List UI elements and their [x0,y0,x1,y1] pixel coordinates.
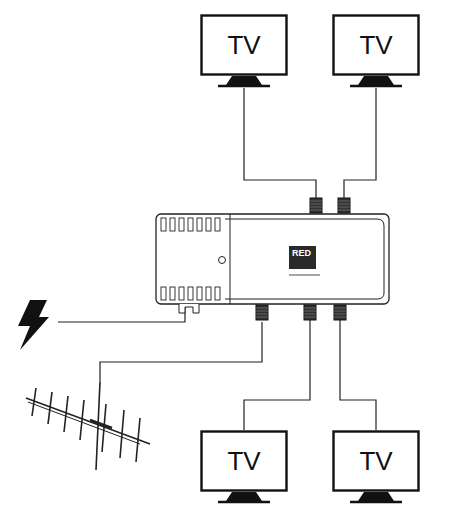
tv-label: TV [200,14,288,76]
antenna-wire [100,322,262,382]
coax-cable [344,88,376,213]
tv-set: TV [332,14,420,88]
tv-base [218,501,270,503]
tv-stand [226,492,262,501]
coax-cable [340,305,376,430]
housing-cover [230,219,384,299]
tv-base [350,501,402,503]
f-connectors [256,198,350,320]
tv-base [218,85,270,87]
housing-body [156,214,389,304]
tv-label: TV [332,14,420,76]
coax-cable [244,305,310,430]
coax-cable [244,88,316,213]
power-symbol [18,300,49,350]
antenna-symbol [26,382,150,470]
tv-stand [358,492,394,501]
gain-knob [219,257,226,264]
brand-logo: RED [292,249,311,258]
logo-subtitle-mark [289,274,320,276]
tv-set: TV [200,14,288,88]
tv-set: TV [200,430,288,504]
wires [58,307,262,382]
logo-square [289,246,316,269]
tv-set: TV [332,430,420,504]
tv-stand [226,76,262,85]
amplifier: RED [155,213,390,305]
power-wire [58,307,185,322]
tv-label: TV [332,430,420,492]
vent-slots [161,218,220,300]
tv-base [350,85,402,87]
tv-stand [358,76,394,85]
mount-tab [179,304,199,313]
amplifier-housing [155,213,390,305]
tv-label: TV [200,430,288,492]
